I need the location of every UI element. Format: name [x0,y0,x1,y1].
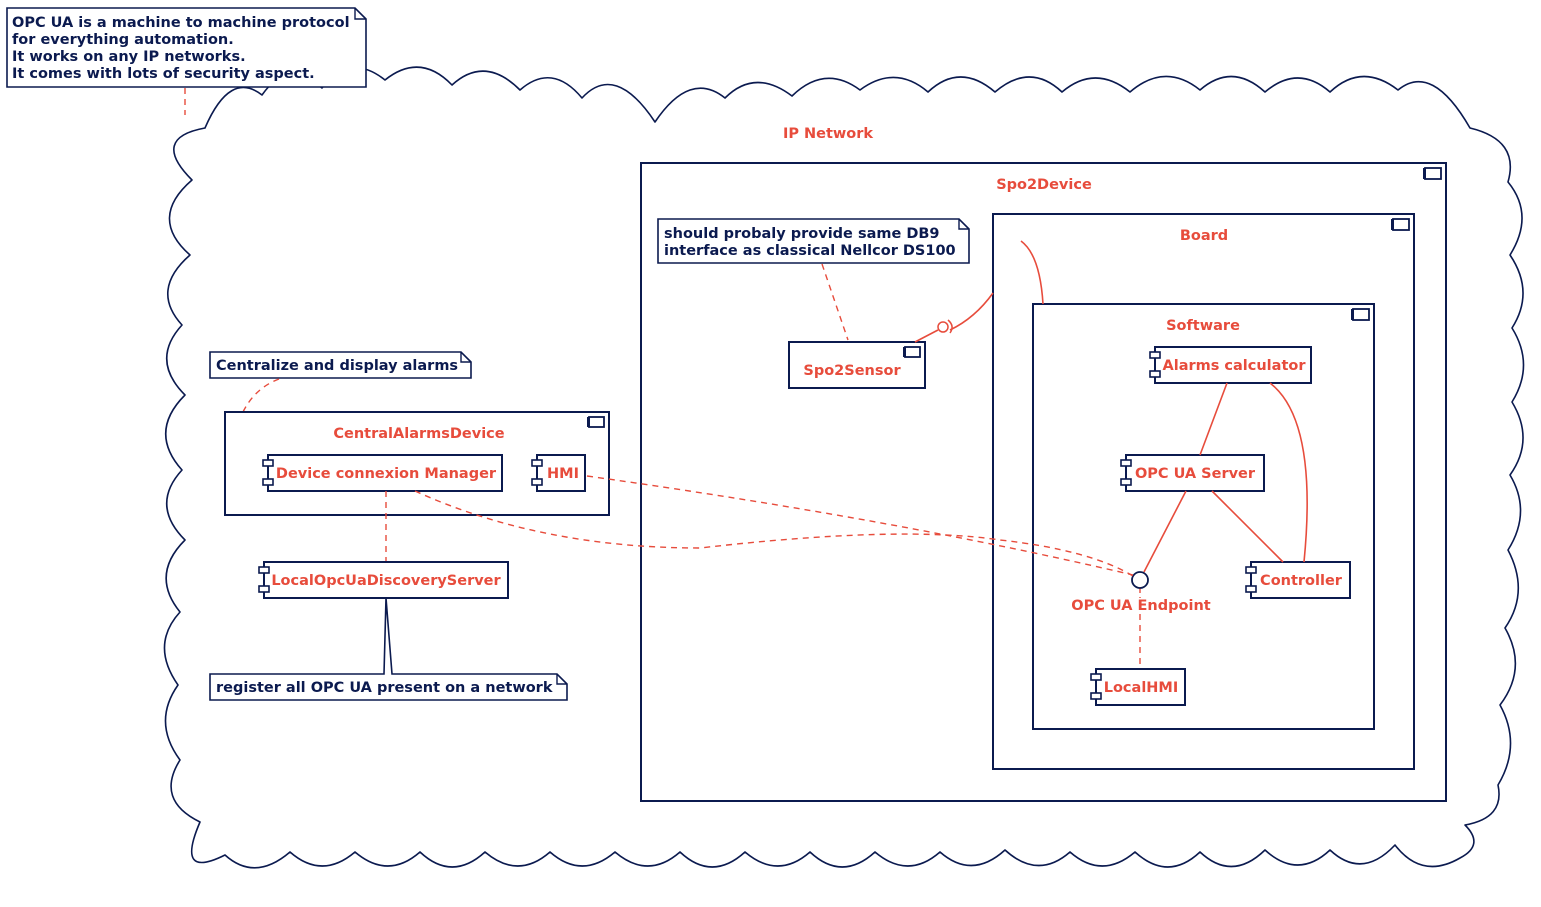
opc-ua-server-component: OPC UA Server [1120,454,1265,492]
db9-note-line-1: should probaly provide same DB9 [664,226,940,242]
node-icon [1351,308,1370,321]
opc-ua-endpoint-label: OPC UA Endpoint [1071,598,1210,614]
device-connexion-manager-label: Device connexion Manager [276,466,497,482]
server-controller-link [1211,490,1284,563]
spo2device-label: Spo2Device [996,177,1092,193]
device-connexion-manager-component: Device connexion Manager [262,454,503,492]
alarms-server-link [1199,382,1228,456]
hmi-component: HMI [531,454,586,492]
spo2sensor-label: Spo2Sensor [803,363,901,379]
local-discovery-server-label: LocalOpcUaDiscoveryServer [271,573,501,589]
opc-ua-note: OPC UA is a machine to machine protocol … [6,7,367,88]
local-hmi-label: LocalHMI [1104,680,1179,696]
spo2sensor-node: Spo2Sensor [788,341,926,389]
ip-network-label: IP Network [783,126,873,142]
opc-ua-server-label: OPC UA Server [1135,466,1256,482]
node-icon [1391,218,1410,231]
manager-endpoint-link [414,490,1134,577]
hmi-endpoint-link [586,475,1134,576]
alarms-calculator-component: Alarms calculator [1149,346,1312,384]
server-endpoint-link [1143,490,1187,573]
register-note-text: register all OPC UA present on a network [216,680,553,696]
db9-note: should probaly provide same DB9 interfac… [657,218,970,264]
controller-component: Controller [1245,561,1351,599]
central-alarms-device-label: CentralAlarmsDevice [333,426,504,442]
opc-ua-note-line-2: for everything automation. [12,32,234,48]
db9-note-line-2: interface as classical Nellcor DS100 [664,243,956,259]
centralize-note-link [242,378,280,413]
db9-note-link [821,263,849,341]
opc-ua-note-line-1: OPC UA is a machine to machine protocol [12,15,350,31]
alarms-calculator-label: Alarms calculator [1163,358,1307,374]
board-software-link [1020,240,1044,305]
sensor-board-connector [914,292,994,343]
node-icon [587,416,605,428]
node-icon [903,346,921,358]
local-discovery-server-component: LocalOpcUaDiscoveryServer [258,561,509,599]
alarms-controller-link [1269,382,1308,563]
centralize-note-text: Centralize and display alarms [216,358,458,374]
centralize-note: Centralize and display alarms [209,351,472,379]
board-label: Board [1180,228,1228,244]
controller-label: Controller [1260,573,1343,589]
hmi-label: HMI [547,466,579,482]
opc-ua-note-line-4: It comes with lots of security aspect. [12,66,315,82]
software-label: Software [1166,318,1240,334]
node-icon [1423,167,1442,180]
register-note: register all OPC UA present on a network [209,597,568,701]
opc-ua-endpoint-interface: OPC UA Endpoint [1071,571,1211,614]
local-hmi-component: LocalHMI [1090,668,1186,706]
opc-ua-note-line-3: It works on any IP networks. [12,49,246,65]
